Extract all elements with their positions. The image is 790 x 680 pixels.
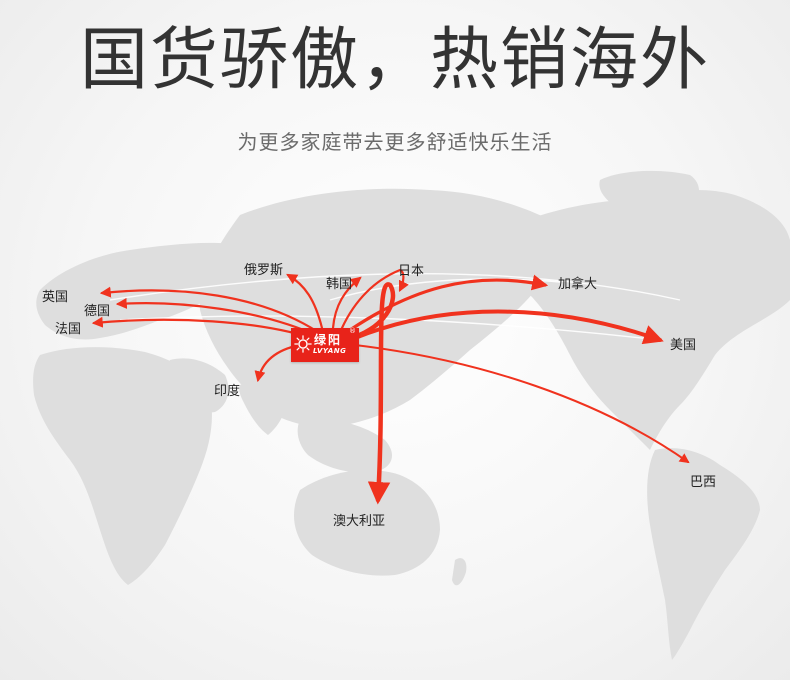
- arrow-to-uk: [99, 286, 320, 334]
- country-label-india: 印度: [214, 384, 241, 399]
- country-label-korea: 韩国: [326, 277, 353, 292]
- sun-heart-icon: [294, 335, 312, 353]
- arrow-to-korea: [331, 276, 362, 330]
- country-label-russia: 俄罗斯: [244, 263, 284, 278]
- landmass-southeast-asia: [297, 418, 393, 473]
- landmass-arabia: [168, 358, 229, 413]
- landmass-africa: [33, 347, 212, 585]
- route-trace: [109, 272, 681, 301]
- arrow-to-canada: [348, 274, 549, 332]
- brand-logo: 绿阳 LVYANG ®: [291, 327, 359, 362]
- arrow-to-germany: [115, 297, 320, 338]
- arrow-to-russia: [286, 273, 324, 330]
- arrow-to-australia: [342, 282, 396, 505]
- route-trace: [329, 278, 561, 301]
- country-label-brazil: 巴西: [690, 475, 717, 490]
- subheadline: 为更多家庭带去更多舒适快乐生活: [237, 130, 553, 154]
- country-label-uk: 英国: [42, 290, 69, 305]
- landmass-south-america: [647, 448, 760, 660]
- landmass-india: [239, 383, 286, 435]
- arrow-to-japan: [340, 268, 409, 330]
- arrow-to-brazil: [354, 344, 690, 464]
- route-trace: [119, 315, 661, 341]
- landmass-japan: [414, 264, 434, 312]
- logo-chinese-text: 绿阳: [314, 333, 343, 347]
- country-label-france: 法国: [55, 322, 82, 337]
- landmass-asia: [199, 188, 556, 427]
- country-label-germany: 德国: [84, 304, 111, 319]
- arrow-to-usa: [353, 309, 664, 345]
- registered-mark: ®: [349, 327, 356, 335]
- logo-english-text: LVYANG: [313, 347, 347, 355]
- country-label-usa: 美国: [670, 338, 697, 353]
- country-label-japan: 日本: [398, 264, 425, 279]
- landmass-new-zealand: [452, 558, 467, 586]
- country-label-australia: 澳大利亚: [333, 514, 386, 529]
- country-label-canada: 加拿大: [558, 277, 598, 292]
- landmass-australia: [293, 470, 440, 576]
- landmass-greenland: [599, 170, 700, 220]
- headline: 国货骄傲，热销海外: [79, 21, 710, 100]
